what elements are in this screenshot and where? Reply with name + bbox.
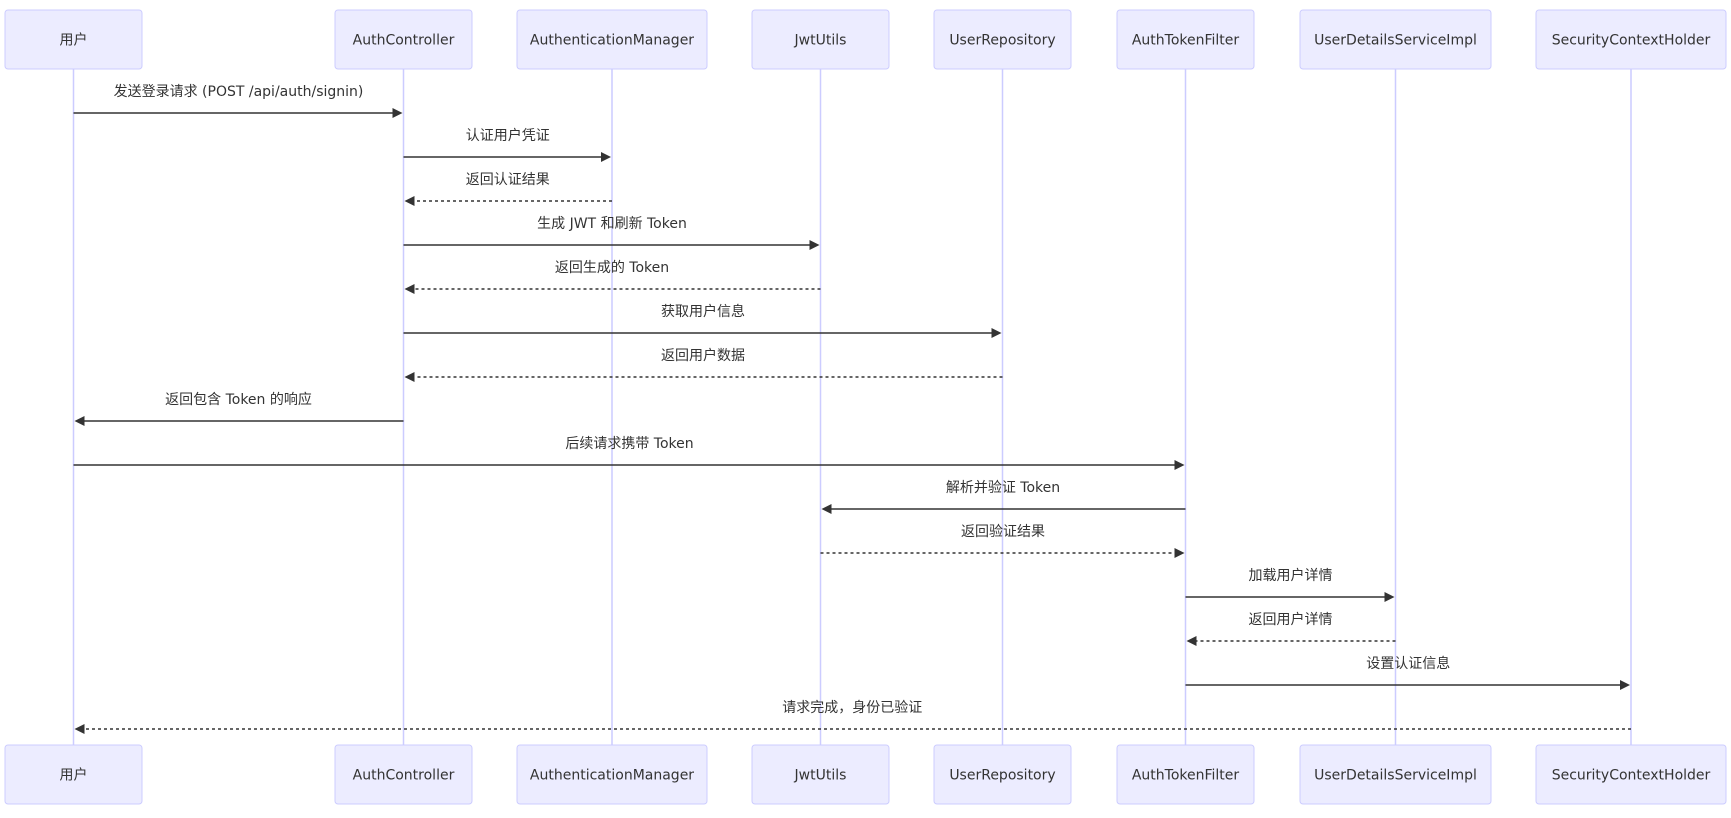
message-label: 返回包含 Token 的响应 [165, 391, 312, 408]
arrowhead-icon [601, 152, 611, 162]
arrowhead-icon [1186, 636, 1197, 646]
message-label: 认证用户凭证 [466, 127, 550, 144]
arrowhead-icon [392, 108, 403, 118]
participant-authManager-top: AuthenticationManager [516, 9, 708, 70]
arrowhead-icon [1384, 592, 1395, 602]
participant-box [751, 744, 890, 805]
participant-label: AuthenticationManager [530, 768, 694, 784]
participants-top: 用户 AuthController AuthenticationManager Jwt… [4, 9, 1727, 70]
message-15: 请求完成，身份已验证 [74, 700, 1631, 734]
message-5: 返回生成的 Token [404, 260, 821, 294]
message-label: 返回生成的 Token [555, 260, 669, 276]
message-label: 生成 JWT 和刷新 Token [537, 216, 687, 232]
participant-box [933, 744, 1072, 805]
arrowhead-icon [1174, 460, 1185, 470]
participant-authController-top: AuthController [334, 9, 473, 70]
participant-box [1299, 9, 1492, 70]
message-label: 发送登录请求 (POST /api/auth/signin) [114, 84, 364, 100]
lifelines [72, 69, 1632, 745]
participant-authTokenFilter-top: AuthTokenFilter [1116, 9, 1255, 70]
message-label: 后续请求携带 Token [565, 435, 693, 452]
participant-box [334, 9, 473, 70]
arrowhead-icon [404, 372, 415, 382]
participant-label: UserRepository [949, 768, 1055, 784]
participant-box [4, 744, 143, 805]
arrowhead-icon [991, 328, 1002, 338]
message-label: 请求完成，身份已验证 [782, 700, 922, 716]
arrowhead-icon [821, 504, 832, 514]
participant-authTokenFilter-bottom: AuthTokenFilter [1116, 744, 1255, 805]
message-label: 返回用户详情 [1249, 611, 1333, 628]
participant-label: UserDetailsServiceImpl [1314, 33, 1477, 49]
message-label: 返回用户数据 [661, 347, 745, 364]
message-1: 发送登录请求 (POST /api/auth/signin) [73, 84, 403, 118]
arrowhead-icon [1620, 680, 1630, 690]
participant-label: AuthTokenFilter [1132, 768, 1240, 784]
participant-label: 用户 [60, 767, 88, 784]
message-13: 返回用户详情 [1186, 611, 1396, 646]
message-12: 加载用户详情 [1185, 567, 1395, 602]
message-4: 生成 JWT 和刷新 Token [403, 216, 820, 250]
messages: 发送登录请求 (POST /api/auth/signin) 认证用户凭证返回认证… [73, 84, 1631, 734]
message-6: 获取用户信息 [403, 303, 1002, 338]
participant-box [1535, 744, 1727, 805]
participant-userDetailsService-bottom: UserDetailsServiceImpl [1299, 744, 1492, 805]
participant-label: AuthController [353, 33, 455, 49]
message-2: 认证用户凭证 [403, 127, 611, 162]
message-9: 后续请求携带 Token [73, 435, 1185, 470]
participant-box [1535, 9, 1727, 70]
message-11: 返回验证结果 [820, 524, 1185, 558]
message-3: 返回认证结果 [404, 172, 612, 206]
participant-box [1116, 744, 1255, 805]
participant-userRepository-bottom: UserRepository [933, 744, 1072, 805]
participant-authController-bottom: AuthController [334, 744, 473, 805]
participant-label: UserRepository [949, 33, 1055, 49]
participant-jwtUtils-top: JwtUtils [751, 9, 890, 70]
participant-user-bottom: 用户 [4, 744, 143, 805]
participant-user-top: 用户 [4, 9, 143, 70]
participant-label: AuthenticationManager [530, 33, 694, 49]
message-7: 返回用户数据 [404, 347, 1003, 382]
message-8: 返回包含 Token 的响应 [74, 391, 404, 426]
arrowhead-icon [74, 724, 85, 734]
message-label: 设置认证信息 [1366, 655, 1450, 672]
participant-jwtUtils-bottom: JwtUtils [751, 744, 890, 805]
participant-label: AuthTokenFilter [1132, 33, 1240, 49]
message-label: 获取用户信息 [661, 303, 745, 320]
participant-authManager-bottom: AuthenticationManager [516, 744, 708, 805]
participant-label: AuthController [353, 768, 455, 784]
participant-label: JwtUtils [794, 33, 847, 49]
arrowhead-icon [404, 196, 415, 206]
participant-box [1116, 9, 1255, 70]
message-10: 解析并验证 Token [821, 480, 1186, 514]
message-label: 返回认证结果 [466, 172, 550, 188]
participant-box [4, 9, 143, 70]
participants-bottom: 用户 AuthController AuthenticationManager Jwt… [4, 744, 1727, 805]
participant-userRepository-top: UserRepository [933, 9, 1072, 70]
participant-box [1299, 744, 1492, 805]
participant-label: SecurityContextHolder [1552, 768, 1711, 784]
message-label: 返回验证结果 [961, 524, 1045, 540]
message-label: 解析并验证 Token [946, 480, 1060, 496]
participant-label: JwtUtils [794, 768, 847, 784]
arrowhead-icon [1174, 548, 1185, 558]
participant-box [516, 744, 708, 805]
participant-label: 用户 [60, 32, 88, 49]
arrowhead-icon [404, 284, 415, 294]
participant-box [751, 9, 890, 70]
participant-box [933, 9, 1072, 70]
participant-securityContext-bottom: SecurityContextHolder [1535, 744, 1727, 805]
participant-box [516, 9, 708, 70]
arrowhead-icon [74, 416, 85, 426]
participant-label: SecurityContextHolder [1552, 33, 1711, 49]
participant-box [334, 744, 473, 805]
participant-userDetailsService-top: UserDetailsServiceImpl [1299, 9, 1492, 70]
arrowhead-icon [809, 240, 820, 250]
message-label: 加载用户详情 [1249, 567, 1333, 584]
message-14: 设置认证信息 [1185, 655, 1630, 690]
participant-securityContext-top: SecurityContextHolder [1535, 9, 1727, 70]
participant-label: UserDetailsServiceImpl [1314, 768, 1477, 784]
